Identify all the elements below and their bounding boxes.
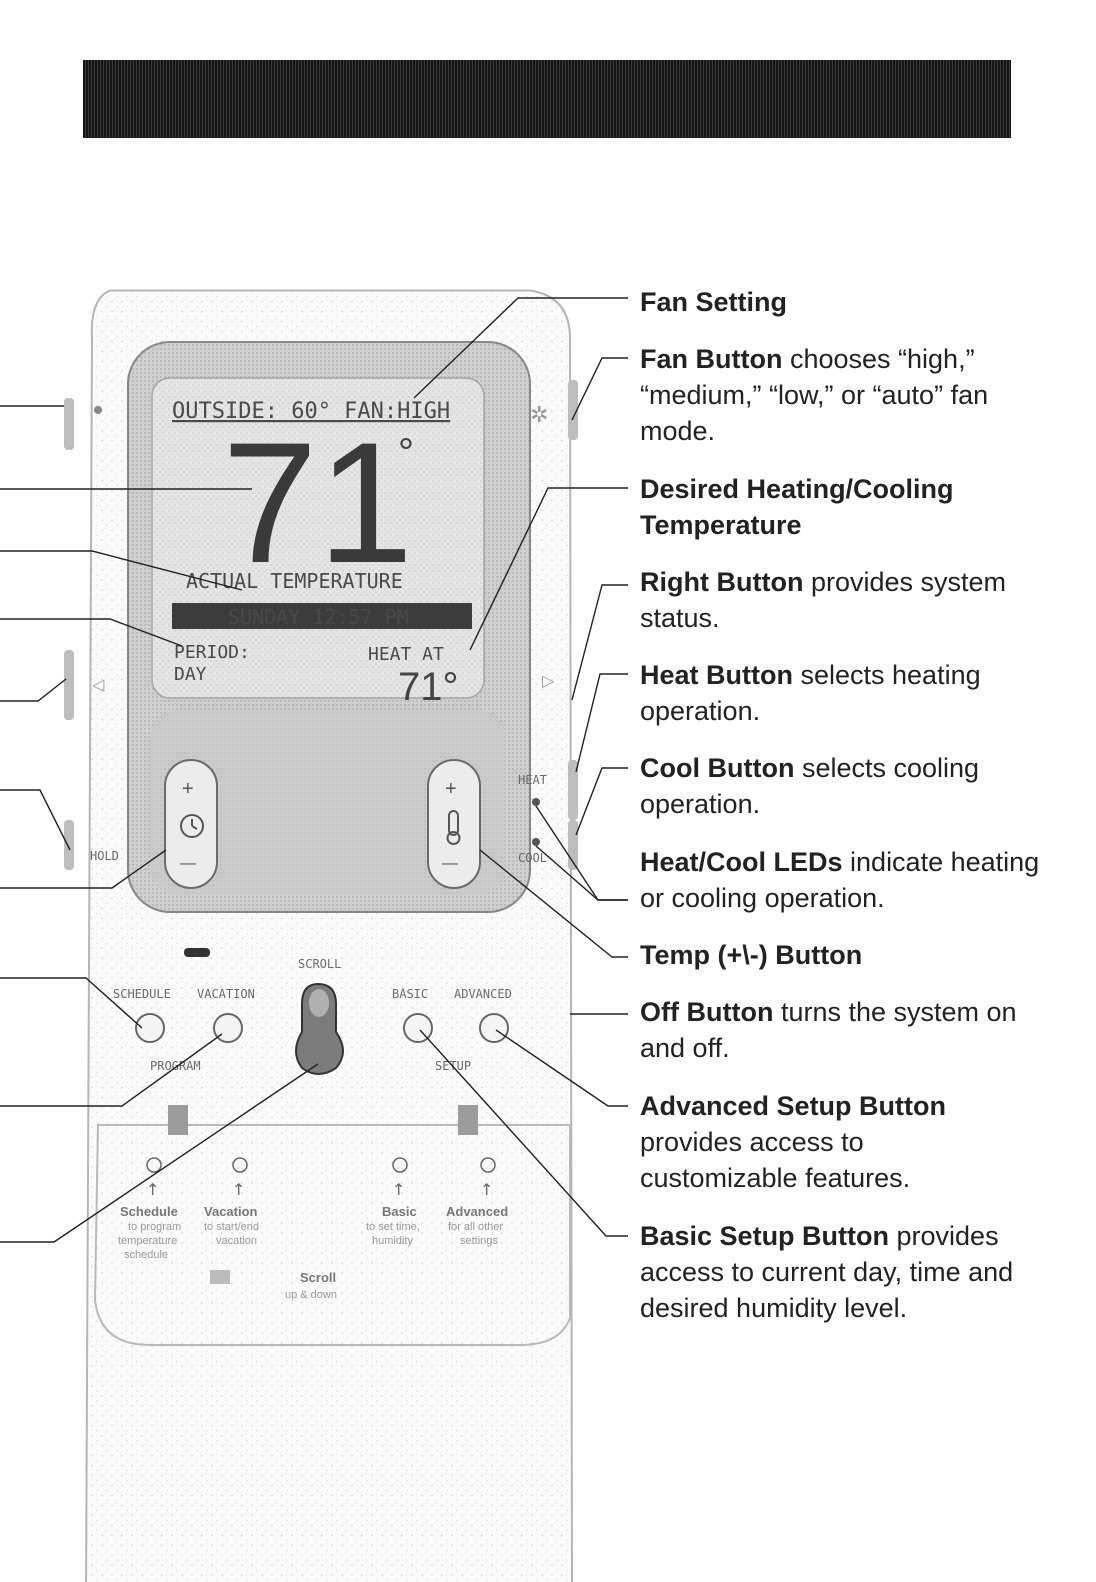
- vacation-button: [213, 1013, 243, 1043]
- cover-hinge-right: [458, 1105, 478, 1135]
- cover-schedule-desc-2: temperature: [118, 1235, 177, 1247]
- cover-vacation-title: Vacation: [204, 1204, 258, 1219]
- lcd-actual-label: ACTUAL TEMPERATURE: [186, 569, 403, 593]
- lcd-outside-line: OUTSIDE: 60° FAN:HIGH: [172, 399, 450, 424]
- cover-vacation-desc-1: to start/end: [204, 1221, 259, 1233]
- cover-basic-desc-1: to set time,: [366, 1221, 420, 1233]
- cover-arrow-vacation-icon: ↑: [232, 1180, 245, 1199]
- advanced-label: ADVANCED: [454, 987, 512, 1001]
- callout-temp-button: Temp (+\-) Button: [640, 940, 863, 970]
- hold-plus: +: [182, 778, 194, 800]
- lcd-period-label: PERIOD:: [174, 642, 250, 663]
- cover-hinge-left: [168, 1105, 188, 1135]
- fan-indicator-icon: [94, 406, 102, 414]
- cover-scroll-mark: [210, 1270, 230, 1284]
- schedule-label: SCHEDULE: [113, 987, 171, 1001]
- right-leader-lines: [413, 297, 628, 1237]
- callout-heat-button: Heat Button selects heating operation.: [640, 660, 981, 726]
- callout-fan-button: Fan Button chooses “high,” “medium,” “lo…: [640, 344, 989, 446]
- lcd-period-value: DAY: [174, 664, 207, 685]
- heat-led: [532, 798, 540, 806]
- off-button: [184, 948, 210, 957]
- cover-basic-desc-2: humidity: [372, 1235, 413, 1247]
- callout-basic-setup: Basic Setup Button provides access to cu…: [640, 1221, 1014, 1323]
- cover-scroll-title: Scroll: [300, 1270, 336, 1285]
- callout-cool-button: Cool Button selects cooling operation.: [640, 753, 980, 819]
- left-side-button-hold: [64, 820, 74, 870]
- callout-right-button: Right Button provides system status.: [640, 567, 1007, 633]
- header-banner: [83, 60, 1011, 138]
- lower-cover: [93, 1124, 571, 1346]
- cover-arrow-basic-icon: ↑: [392, 1180, 405, 1199]
- cover-schedule-desc-1: to program: [128, 1221, 181, 1233]
- temp-pill-button: [427, 759, 481, 889]
- cover-vacation-circle: [232, 1157, 248, 1173]
- basic-label: BASIC: [392, 987, 428, 1001]
- cool-label: COOL: [518, 851, 547, 865]
- cover-advanced-circle: [480, 1157, 496, 1173]
- callout-heat-cool-leds: Heat/Cool LEDs indicate heating or cooli…: [640, 847, 1040, 913]
- lcd-day-bar: [172, 603, 472, 629]
- left-side-button-mid: [64, 650, 74, 720]
- program-label: PROGRAM: [150, 1059, 201, 1073]
- lower-bezel: [150, 710, 506, 895]
- cover-advanced-desc-2: settings: [460, 1235, 498, 1247]
- heat-label: HEAT: [518, 773, 547, 787]
- hold-label: HOLD: [90, 849, 119, 863]
- lcd-heat-at-value: 71°: [398, 665, 459, 709]
- advanced-setup-button: [479, 1013, 509, 1043]
- cover-schedule-circle: [146, 1157, 162, 1173]
- thermometer-icon: [448, 810, 459, 836]
- scroll-label: SCROLL: [298, 957, 341, 971]
- lcd-big-temperature: 71: [222, 407, 413, 599]
- cover-schedule-title: Schedule: [120, 1204, 178, 1219]
- left-side-button-top: [64, 398, 74, 450]
- hold-minus: —: [180, 855, 196, 872]
- cover-arrow-schedule-icon: ↑: [146, 1180, 159, 1199]
- left-arrow-icon: ◁: [91, 675, 105, 694]
- cool-led: [532, 838, 540, 846]
- cover-basic-title: Basic: [382, 1204, 417, 1219]
- lcd-degree: °: [398, 431, 414, 475]
- right-arrow-icon: ▷: [542, 671, 555, 690]
- cover-arrow-advanced-icon: ↑: [480, 1180, 493, 1199]
- right-side-button-heat: [568, 760, 578, 820]
- lcd-heat-at-label: HEAT AT: [368, 644, 444, 665]
- callout-off-button: Off Button turns the system on and off.: [640, 997, 1017, 1063]
- cover-scroll-desc: up & down: [285, 1289, 337, 1301]
- clock-icon: [180, 814, 204, 838]
- callout-advanced-setup: Advanced Setup Button provides access to…: [640, 1091, 947, 1193]
- cover-advanced-desc-1: for all other: [448, 1221, 503, 1233]
- fan-icon: ✲: [530, 403, 548, 428]
- cover-vacation-desc-2: vacation: [216, 1235, 257, 1247]
- vacation-label: VACATION: [197, 987, 255, 1001]
- schedule-button: [135, 1013, 165, 1043]
- cover-schedule-desc-3: schedule: [124, 1249, 168, 1261]
- cover-advanced-title: Advanced: [446, 1204, 508, 1219]
- lcd-day-time: SUNDAY 12:57 PM: [228, 605, 409, 629]
- callout-desired-temp: Desired Heating/Cooling Temperature: [640, 474, 954, 540]
- temp-plus: +: [445, 778, 457, 800]
- right-side-button-top: [568, 380, 578, 440]
- callout-fan-setting: Fan Setting: [640, 287, 787, 317]
- temp-minus: —: [442, 855, 458, 872]
- scroll-wheel: [295, 982, 344, 1075]
- cover-basic-circle: [392, 1157, 408, 1173]
- left-leader-lines: [0, 405, 319, 1243]
